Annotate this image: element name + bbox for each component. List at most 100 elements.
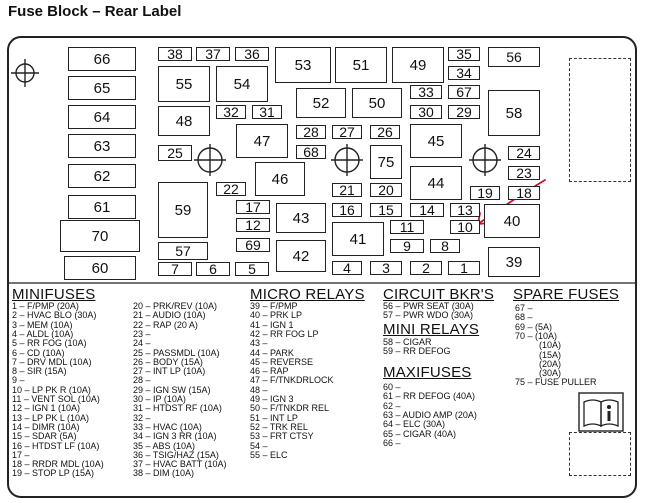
maxifuse-entry: 66 –: [383, 437, 401, 448]
maxifuse-entry: 63 – AUDIO AMP (20A): [383, 409, 477, 420]
fuse-slot-2: 2: [410, 261, 442, 275]
minifuse-entry: 13 – LP PK L (10A): [12, 412, 90, 423]
fuse-slot-6: 6: [196, 262, 230, 276]
micro-relay-entry: 45 – REVERSE: [250, 356, 314, 367]
minifuse-entry: 8 – SIR (15A): [12, 366, 67, 377]
fuse-slot-41: 41: [332, 222, 384, 256]
micro-relays-title: MICRO RELAYS: [250, 286, 365, 303]
spare-fuse-entry: (15A): [539, 349, 562, 360]
micro-relay-entry: 53 – FRT CTSY: [250, 431, 314, 442]
micro-relay-entry: 54 –: [250, 440, 268, 451]
fuse-slot-21: 21: [332, 183, 362, 197]
minifuse-entry: 17 –: [12, 449, 30, 460]
fuse-slot-36: 36: [235, 47, 269, 61]
spare-fuse-entry: 70 – (10A): [515, 330, 558, 341]
fuse-slot-48: 48: [158, 106, 210, 136]
mini-relays-title: MINI RELAYS: [383, 321, 480, 338]
owner-manual-icon: [578, 392, 624, 432]
minifuse-entry: 28 –: [133, 375, 151, 386]
fuse-slot-29: 29: [448, 105, 480, 119]
minifuse-entry: 9 –: [12, 375, 25, 386]
circuit-breaker-entry: 56 – PWR SEAT (30A): [383, 301, 474, 311]
fuse-slot-33: 33: [410, 85, 442, 99]
micro-relay-entry: 55 – ELC: [250, 449, 288, 460]
fuse-slot-51: 51: [335, 47, 387, 83]
fuse-slot-31: 31: [252, 105, 282, 119]
fuse-slot-47: 47: [236, 124, 288, 158]
spare-fuse-entry: 67 –: [515, 303, 533, 313]
minifuse-entry: 23 –: [133, 328, 151, 339]
fuse-slot-39: 39: [488, 247, 540, 277]
fuse-slot-44: 44: [410, 166, 462, 200]
fuse-slot-61: 61: [68, 195, 136, 219]
spare-fuse-entry: 75 – FUSE PULLER: [515, 377, 597, 388]
circuit-breakers-title: CIRCUIT BKR'S: [383, 286, 495, 303]
fuse-slot-40: 40: [484, 204, 540, 238]
fuse-slot-23: 23: [508, 166, 540, 180]
minifuse-entry: 11 – VENT SOL (10A): [12, 394, 100, 404]
fuse-slot-10: 10: [450, 220, 480, 234]
fuse-slot-24: 24: [508, 146, 540, 160]
minifuse-entry: 15 – SDAR (5A): [12, 431, 77, 442]
minifuse-entry: 3 – MEM (10A): [12, 319, 73, 330]
minifuse-entry: 24 –: [133, 338, 151, 349]
fuse-slot-60: 60: [64, 256, 136, 280]
fuse-slot-68: 68: [296, 145, 326, 159]
spare-fuse-slot: [569, 58, 631, 182]
fuse-slot-30: 30: [410, 105, 442, 119]
minifuse-entry: 20 – PRK/REV (10A): [133, 301, 218, 311]
minifuse-entry: 12 – IGN 1 (10A): [12, 403, 81, 414]
minifuse-entry: 10 – LP PK R (10A): [12, 384, 91, 395]
fuse-slot-57: 57: [158, 242, 208, 260]
fuse-slot-65: 65: [68, 76, 136, 100]
fuse-slot-53: 53: [275, 47, 331, 83]
fuse-slot-55: 55: [158, 66, 210, 102]
maxifuse-entry: 62 –: [383, 400, 401, 411]
fuse-slot-56: 56: [488, 47, 540, 67]
spare-fuse-entry: 69 – (5A): [515, 321, 553, 332]
micro-relay-entry: 40 – PRK LP: [250, 310, 303, 321]
fuse-slot-22: 22: [216, 182, 246, 196]
minifuse-entry: 33 – HVAC (10A): [133, 421, 202, 432]
fuse-slot-3: 3: [370, 261, 402, 275]
minifuse-entry: 7 – DRV MDL (10A): [12, 356, 92, 367]
fuse-slot-52: 52: [296, 88, 346, 118]
fuse-slot-34: 34: [448, 66, 480, 80]
fuse-slot-5: 5: [235, 262, 269, 276]
micro-relay-entry: 43 –: [250, 338, 268, 349]
maxifuse-entry: 64 – ELC (30A): [383, 419, 446, 430]
minifuses-title: MINIFUSES: [12, 286, 96, 303]
fuse-slot-35: 35: [448, 47, 480, 61]
fuse-slot-58: 58: [488, 90, 540, 136]
fuse-slot-13: 13: [450, 203, 480, 217]
fuse-slot-45: 45: [410, 124, 462, 158]
minifuse-entry: 4 – ALDL (10A): [12, 328, 74, 339]
fuse-slot-32: 32: [216, 105, 246, 119]
micro-relay-entry: 41 – IGN 1: [250, 319, 294, 330]
minifuse-entry: 38 – DIM (10A): [133, 468, 195, 479]
spare-fuse-entry: (30A): [539, 368, 562, 379]
minifuse-entry: 19 – STOP LP (15A): [12, 468, 95, 479]
fuse-slot-70: 70: [60, 220, 140, 252]
minifuse-entry: 5 – RR FOG (10A): [12, 338, 87, 349]
fuse-slot-38: 38: [158, 47, 192, 61]
fuse-slot-62: 62: [68, 164, 136, 188]
page-title: Fuse Block – Rear Label: [8, 3, 182, 20]
spare-fuse-entry: (20A): [539, 358, 562, 369]
micro-relay-entry: 47 – F/TNKDRLOCK: [250, 375, 334, 386]
minifuse-entry: 35 – ABS (10A): [133, 440, 196, 451]
minifuse-entry: 27 – INT LP (10A): [133, 366, 206, 377]
minifuse-entry: 26 – BODY (15A): [133, 356, 203, 367]
minifuse-entry: 30 – IP (10A): [133, 394, 186, 404]
micro-relay-entry: 42 – RR FOG LP: [250, 328, 319, 339]
maxifuse-entry: 65 – CIGAR (40A): [383, 428, 457, 439]
minifuse-entry: 1 – F/PMP (20A): [12, 301, 79, 311]
spare-fuse-entry: (10A): [539, 340, 562, 351]
spare-fuses-title: SPARE FUSES: [513, 286, 620, 303]
minifuse-entry: 16 – HTDST LF (10A): [12, 440, 100, 451]
fuse-slot-8: 8: [430, 239, 460, 253]
fuse-slot-67: 67: [448, 85, 480, 99]
fuse-slot-50: 50: [352, 88, 402, 118]
maxifuses-title: MAXIFUSES: [383, 364, 472, 381]
fuse-slot-9: 9: [390, 239, 424, 253]
